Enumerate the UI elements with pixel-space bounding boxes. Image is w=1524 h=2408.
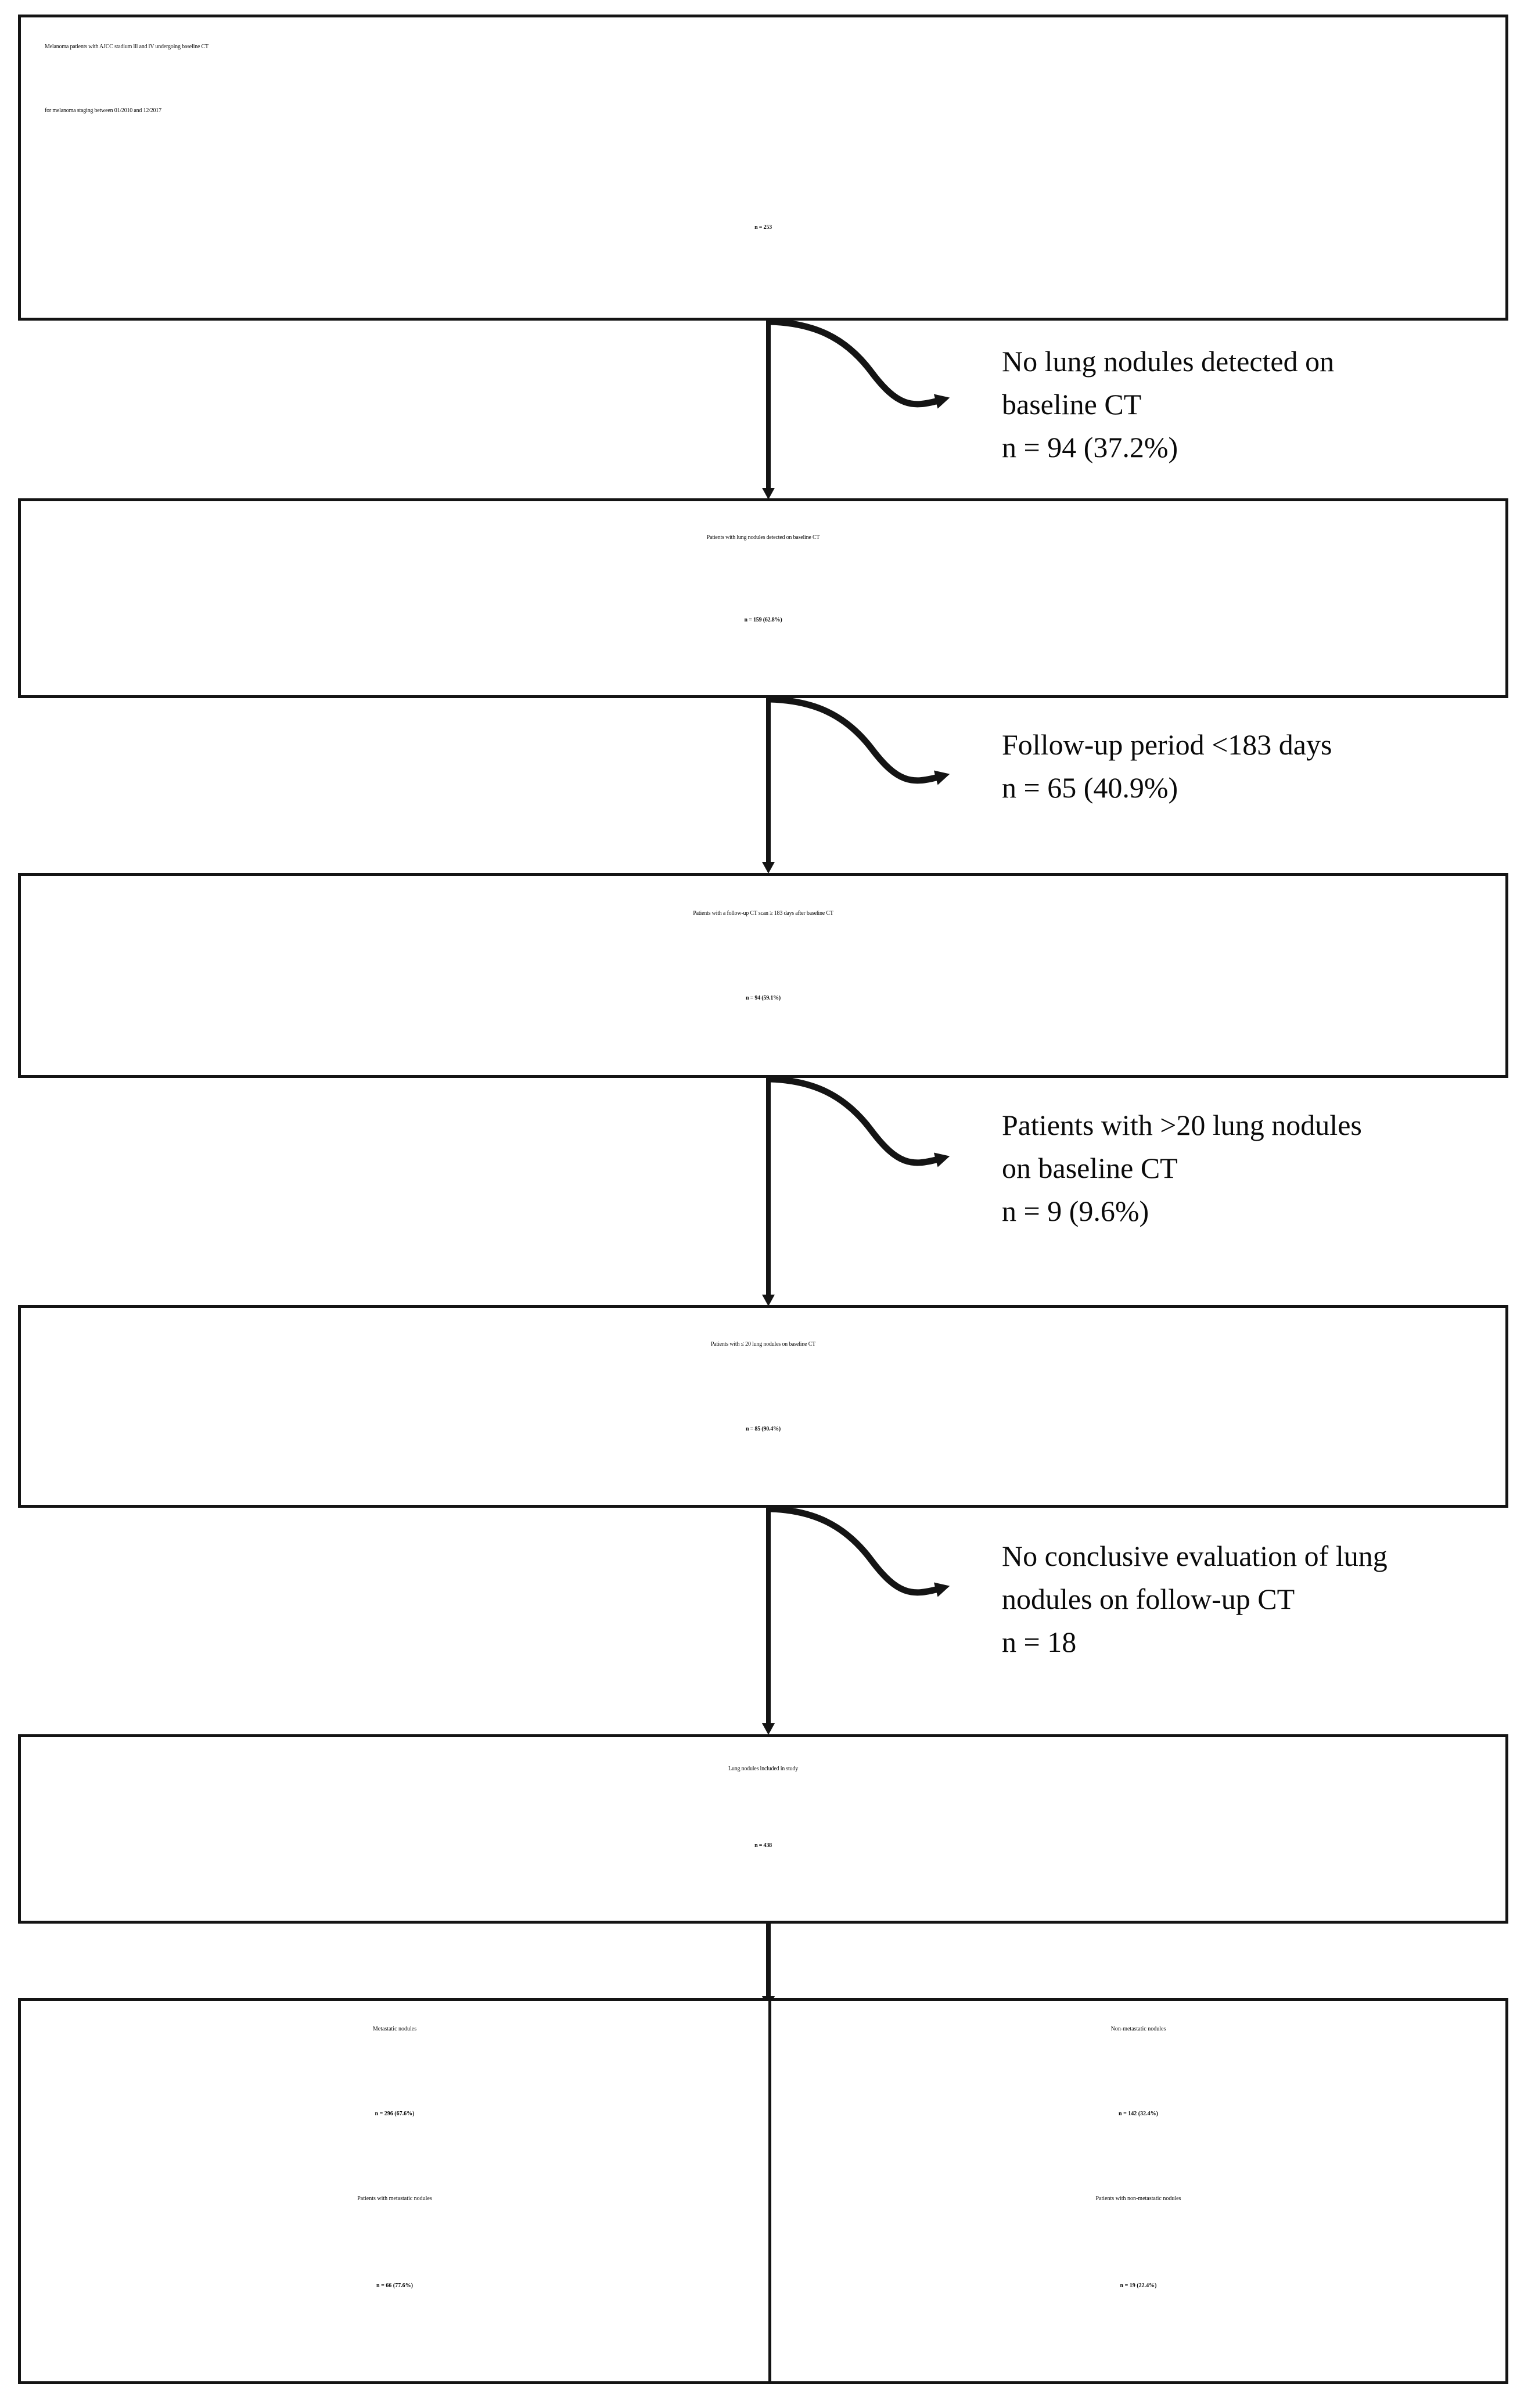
outcome-non-metastatic-title: Non-metastatic nodules	[1110, 2026, 1166, 2032]
outcome-metastatic-title: Metastatic nodules	[372, 2026, 417, 2032]
box-followup-183-count: n = 94 (59.1%)	[745, 995, 781, 1001]
box-nodules-detected: Patients with lung nodules detected on b…	[18, 498, 1508, 698]
connector-stage2	[762, 696, 950, 874]
excl-many-nodules-line-2: on baseline CT	[1002, 1152, 1178, 1184]
excl-many-nodules-count: n = 9 (9.6%)	[1002, 1195, 1149, 1227]
outcome-box: Metastatic nodules n = 296 (67.6%) Patie…	[18, 1998, 1508, 2384]
box-included: Lung nodules included in study n = 438	[18, 1734, 1508, 1924]
outcome-divider	[768, 2001, 771, 2381]
box-included-line-1: Lung nodules included in study	[728, 1766, 799, 1772]
box-included-count: n = 438	[754, 1842, 772, 1849]
box-max-20-nodules-line-1: Patients with ≤ 20 lung nodules on basel…	[710, 1341, 816, 1347]
box-max-20-nodules-count: n = 85 (90.4%)	[745, 1426, 781, 1432]
outcome-non-metastatic-patient-count: n = 19 (22.4%)	[1120, 2283, 1157, 2289]
outcome-metastatic-patient-title: Patients with metastatic nodules	[357, 2195, 432, 2202]
excl-no-nodules-count: n = 94 (37.2%)	[1002, 431, 1178, 463]
box-max-20-nodules: Patients with ≤ 20 lung nodules on basel…	[18, 1305, 1508, 1508]
excl-no-nodules-line-1: No lung nodules detected on	[1002, 345, 1335, 378]
outcome-non-metastatic-nodule-count: n = 142 (32.4%)	[1119, 2111, 1158, 2117]
excl-many-nodules: Patients with >20 lung nodules on baseli…	[1002, 1104, 1513, 1232]
box-enrolled-line-2: for melanoma staging between 01/2010 and…	[45, 107, 161, 114]
box-enrolled-count: n = 253	[754, 224, 772, 231]
box-followup-183: Patients with a follow-up CT scan ≥ 183 …	[18, 873, 1508, 1078]
connector-stage4	[762, 1505, 950, 1735]
outcome-non-metastatic-patient-title: Patients with non-metastatic nodules	[1095, 2195, 1181, 2202]
outcome-metastatic-nodule-count: n = 296 (67.6%)	[375, 2111, 415, 2117]
connector-stage3	[762, 1076, 950, 1306]
excl-short-followup-line-1: Follow-up period <183 days	[1002, 728, 1332, 761]
excl-inconclusive: No conclusive evaluation of lung nodules…	[1002, 1534, 1513, 1663]
outcome-metastatic: Metastatic nodules n = 296 (67.6%) Patie…	[21, 2001, 768, 2381]
box-enrolled: Melanoma patients with AJCC stadium lll …	[18, 15, 1508, 321]
excl-no-nodules: No lung nodules detected on baseline CT …	[1002, 340, 1513, 469]
box-enrolled-line-1: Melanoma patients with AJCC stadium lll …	[45, 44, 209, 50]
excl-no-nodules-line-2: baseline CT	[1002, 388, 1142, 420]
excl-inconclusive-line-1: No conclusive evaluation of lung	[1002, 1540, 1388, 1572]
outcome-non-metastatic: Non-metastatic nodules n = 142 (32.4%) P…	[771, 2001, 1505, 2381]
excl-many-nodules-line-1: Patients with >20 lung nodules	[1002, 1109, 1362, 1141]
excl-inconclusive-count: n = 18	[1002, 1626, 1077, 1658]
box-followup-183-line-1: Patients with a follow-up CT scan ≥ 183 …	[693, 910, 833, 917]
excl-inconclusive-line-2: nodules on follow-up CT	[1002, 1583, 1295, 1615]
connector-stage1	[762, 318, 950, 499]
outcome-metastatic-patient-count: n = 66 (77.6%)	[376, 2283, 413, 2289]
box-nodules-detected-line-1: Patients with lung nodules detected on b…	[706, 534, 820, 541]
excl-short-followup: Follow-up period <183 days n = 65 (40.9%…	[1002, 723, 1513, 809]
excl-short-followup-count: n = 65 (40.9%)	[1002, 771, 1178, 804]
box-nodules-detected-count: n = 159 (62.8%)	[744, 617, 782, 623]
